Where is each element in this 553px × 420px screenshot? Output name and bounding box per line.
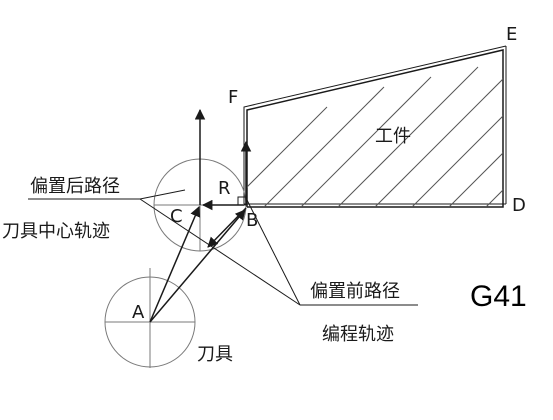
label-point-e: E <box>506 24 517 45</box>
label-gcode: G41 <box>470 280 527 313</box>
label-point-a: A <box>132 302 145 323</box>
tool-circle-a <box>104 268 196 368</box>
label-programmed-track: 编程轨迹 <box>322 324 394 345</box>
leader-lines <box>28 189 418 306</box>
label-point-b: B <box>246 210 258 231</box>
corner-mark <box>237 196 247 206</box>
arrow-c-tangent <box>207 207 247 248</box>
label-offset-after-path: 偏置后路径 <box>30 176 120 197</box>
label-point-d: D <box>512 195 526 216</box>
label-point-c: C <box>170 206 183 227</box>
arrow-a-to-c <box>149 206 201 323</box>
label-point-f: F <box>228 87 238 108</box>
label-workpiece: 工件 <box>375 126 411 147</box>
label-offset-before-path: 偏置前路径 <box>310 281 400 302</box>
path-lines <box>149 108 252 323</box>
label-point-r: R <box>218 178 231 199</box>
arrow-a-to-b <box>149 209 246 323</box>
label-tool-center-track: 刀具中心轨迹 <box>2 221 110 242</box>
workpiece-hatching <box>247 56 503 207</box>
label-tool: 刀具 <box>197 344 233 365</box>
